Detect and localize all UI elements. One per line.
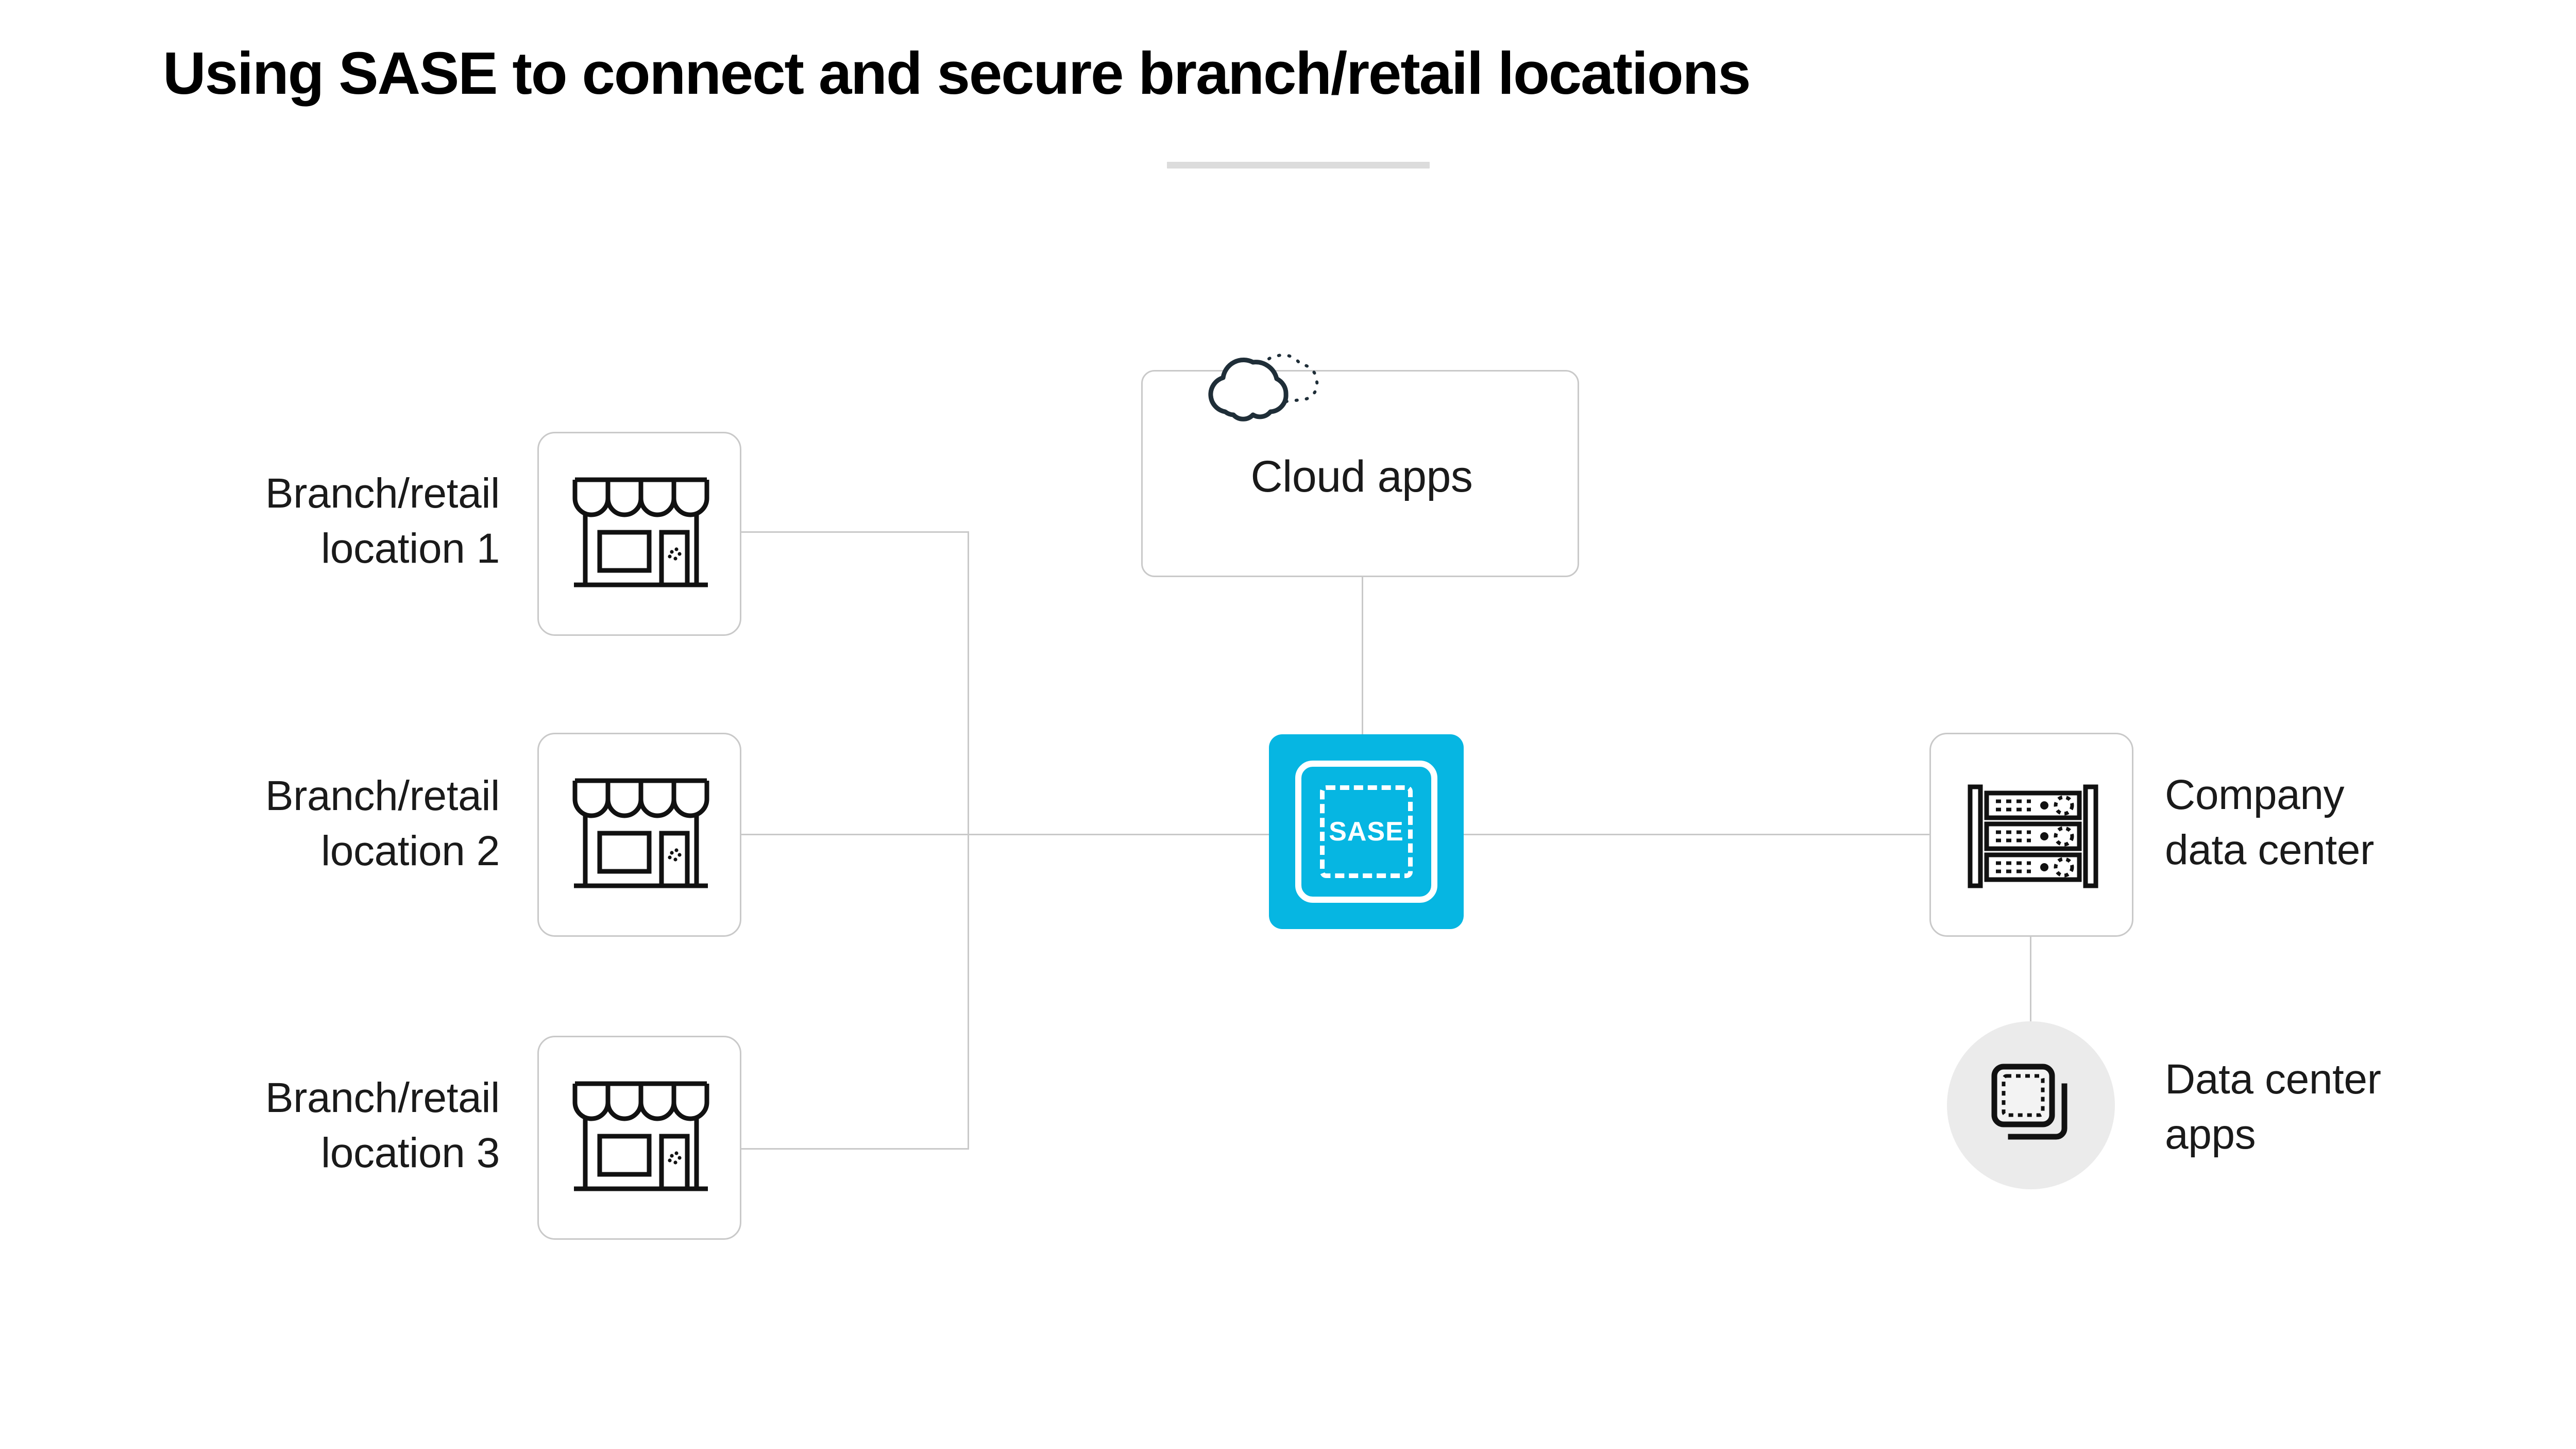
connector-hub-to-data-center — [1462, 834, 1931, 835]
branch-1-node[interactable] — [537, 432, 741, 636]
data-center-apps-node[interactable] — [1947, 1021, 2115, 1189]
data-center-apps-label: Data center apps — [2165, 1056, 2381, 1158]
layered-apps-icon — [1991, 1064, 2067, 1140]
cloud-apps-node[interactable]: Cloud apps — [1141, 353, 1579, 577]
connector-branch-1-to-bus — [741, 531, 969, 533]
connector-data-center-to-apps — [2030, 936, 2031, 1023]
sase-hub-node[interactable]: SASE — [1269, 734, 1464, 929]
connector-branch-bus — [968, 531, 969, 1150]
branch-3-label: Branch/retail location 3 — [265, 1074, 500, 1176]
branch-2-node[interactable] — [537, 733, 741, 937]
sase-frame-icon: SASE — [1295, 761, 1437, 903]
branch-1-label: Branch/retail location 1 — [265, 470, 500, 572]
company-data-center-node[interactable] — [1929, 733, 2133, 937]
sase-label: SASE — [1329, 817, 1404, 847]
storefront-icon — [572, 1081, 709, 1191]
server-rack-icon — [1968, 784, 2098, 888]
storefront-icon — [572, 477, 709, 587]
cloud-icon — [1208, 353, 1319, 422]
storefront-icon — [572, 778, 709, 888]
connector-cloud-to-hub — [1362, 577, 1363, 736]
company-data-center-label: Company data center — [2165, 771, 2374, 873]
sase-dashed-square-icon — [1320, 785, 1413, 878]
branch-3-node[interactable] — [537, 1036, 741, 1240]
page-title: Using SASE to connect and secure branch/… — [163, 40, 1751, 107]
connector-branch-3-to-bus — [741, 1148, 969, 1150]
branch-2-label: Branch/retail location 2 — [265, 772, 500, 874]
cloud-apps-label: Cloud apps — [1250, 452, 1473, 501]
connector-branch-2-to-hub — [741, 834, 1270, 835]
title-divider — [1167, 162, 1430, 169]
